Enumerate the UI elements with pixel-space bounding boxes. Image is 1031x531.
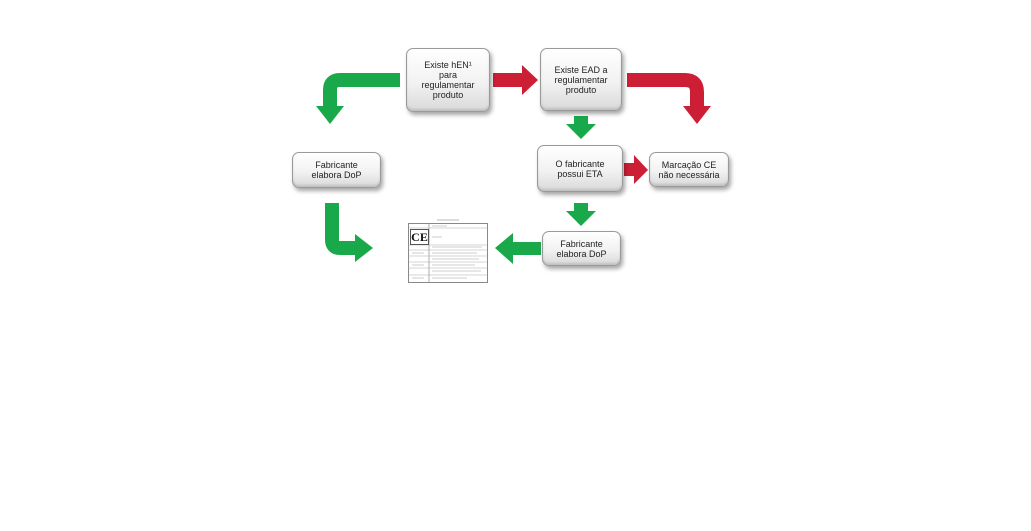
box-hen-exists: Existe hEN¹ para regulamentar produto [406,48,490,112]
yes-arrow-eta-to-fabricante [566,203,596,226]
box-eta-label: O fabricante possui ETA [555,158,605,179]
box-ead-exists-label: Existe EAD a regulamentar produto [554,64,608,95]
yes-arrow-fabricante-to-document [325,203,373,262]
box-fabricante-left-label: Fabricante elabora DoP [311,160,362,180]
box-ead-exists: Existe EAD a regulamentar produto [540,48,622,111]
no-arrow-ead-to-ce [627,73,711,124]
no-arrow-eta-to-ce [624,155,648,184]
no-arrow-hen-to-ead [493,65,538,95]
yes-arrow-ead-to-eta [566,116,596,139]
box-eta: O fabricante possui ETA [537,145,623,192]
box-fabricante-right: Fabricante elabora DoP [542,231,621,266]
box-fabricante-left: Fabricante elabora DoP [292,152,381,188]
box-fabricante-right-label: Fabricante elabora DoP [556,238,607,259]
box-ce-not-needed-label: Marcação CE não necessária [658,159,720,180]
box-hen-exists-label: Existe hEN¹ para regulamentar produto [421,60,475,100]
document-drawing [408,219,488,283]
yes-arrow-fabricante-right-to-document [495,233,541,264]
box-ce-not-needed: Marcação CE não necessária [649,152,729,187]
ce-mark-icon: CE [410,229,429,245]
dop-document-thumbnail: CE [407,218,489,284]
yes-arrow-hen-to-fabricante [316,73,400,124]
